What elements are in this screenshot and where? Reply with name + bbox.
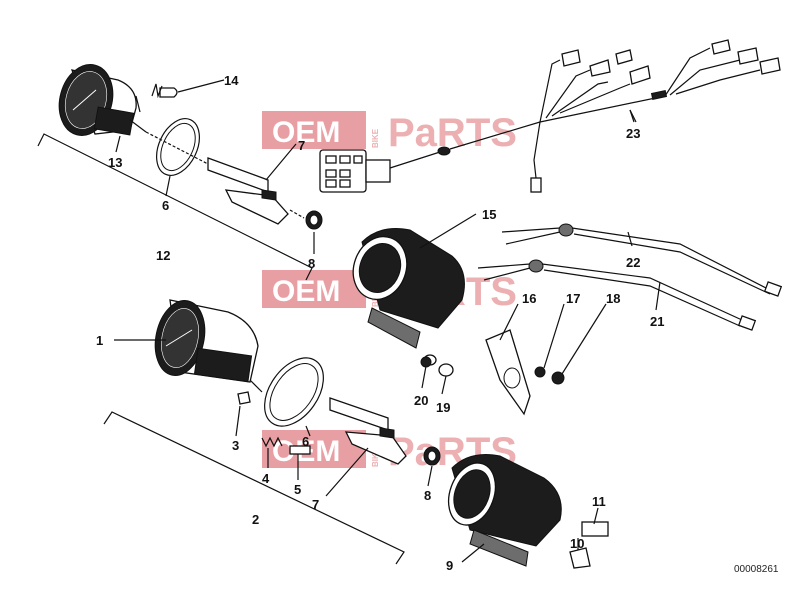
screw-11 bbox=[581, 521, 609, 537]
callout-18: 18 bbox=[606, 291, 620, 306]
washer-19 bbox=[438, 363, 454, 377]
callout-7-top: 7 bbox=[298, 138, 305, 153]
callout-12: 12 bbox=[156, 248, 170, 263]
gauge-assembly-bottom bbox=[103, 299, 441, 565]
watermark-bike-text: BIKE bbox=[371, 128, 380, 148]
watermark-oem-text: OEM bbox=[272, 275, 340, 308]
callout-3: 3 bbox=[232, 438, 239, 453]
callout-5: 5 bbox=[294, 482, 301, 497]
callout-13: 13 bbox=[108, 155, 122, 170]
watermark-bike-text: BIKE bbox=[371, 447, 380, 467]
wiring-harness bbox=[319, 39, 781, 193]
callout-1: 1 bbox=[96, 333, 103, 348]
callout-4: 4 bbox=[262, 471, 270, 486]
callout-2: 2 bbox=[252, 512, 259, 527]
leader-lines bbox=[114, 79, 661, 563]
screw-10 bbox=[569, 547, 591, 569]
callout-22: 22 bbox=[626, 255, 640, 270]
callout-17: 17 bbox=[566, 291, 580, 306]
gauge-assembly-top bbox=[37, 64, 323, 281]
callout-labels: 1 2 3 4 5 6 7 8 9 10 11 12 13 14 15 16 1… bbox=[96, 73, 664, 573]
callout-20: 20 bbox=[414, 393, 428, 408]
screw-20 bbox=[420, 356, 432, 368]
callout-8-bottom: 8 bbox=[424, 488, 431, 503]
callout-21: 21 bbox=[650, 314, 664, 329]
callout-7-bottom: 7 bbox=[312, 497, 319, 512]
watermark-top: OEM BIKE PaRTS bbox=[262, 111, 517, 155]
callout-6-top: 6 bbox=[162, 198, 169, 213]
callout-10: 10 bbox=[570, 536, 584, 551]
gauge-housing-bottom bbox=[447, 454, 609, 569]
callout-23: 23 bbox=[626, 126, 640, 141]
callout-9: 9 bbox=[446, 558, 453, 573]
callout-15: 15 bbox=[482, 207, 496, 222]
speedometer-cables bbox=[477, 223, 783, 331]
watermark-oem-text: OEM bbox=[272, 116, 340, 149]
callout-6-bottom: 6 bbox=[302, 434, 309, 449]
callout-16: 16 bbox=[522, 291, 536, 306]
reference-number: 00008261 bbox=[734, 564, 779, 575]
callout-11: 11 bbox=[592, 494, 606, 509]
callout-14: 14 bbox=[224, 73, 239, 88]
bracket-16-hole bbox=[503, 367, 521, 389]
gauge-housing-top bbox=[352, 228, 465, 366]
watermark-bottom: OEM BIKE PaRTS bbox=[262, 430, 517, 474]
callout-8-top: 8 bbox=[308, 256, 315, 271]
callout-19: 19 bbox=[436, 400, 450, 415]
nut-17 bbox=[534, 366, 546, 378]
nut-18 bbox=[551, 371, 565, 385]
